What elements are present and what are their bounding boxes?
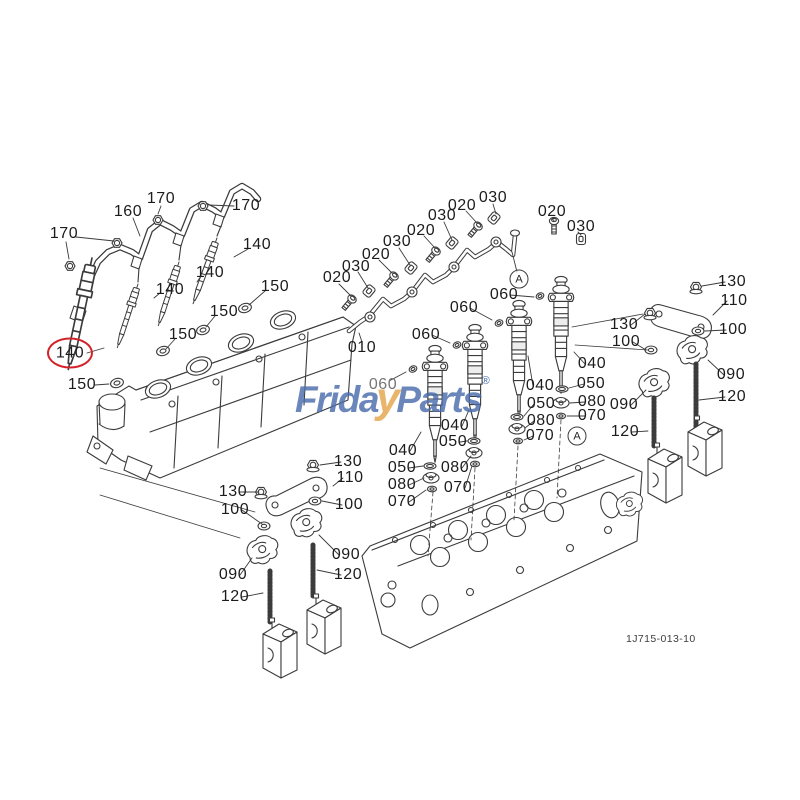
cylinder-head xyxy=(361,453,643,649)
left-clamp-group xyxy=(243,459,342,679)
watermark-text-right: Parts xyxy=(396,379,483,420)
overflow-pipe xyxy=(346,229,521,334)
registered-mark: ® xyxy=(481,375,490,387)
watermark-swoosh: y xyxy=(375,374,400,422)
fuel-injectors xyxy=(421,275,575,463)
leader-lines xyxy=(65,203,728,598)
watermark-text-left: Frida xyxy=(295,379,379,420)
cylinder-head-cover xyxy=(86,310,357,481)
drawing-number: 1J715-013-10 xyxy=(626,633,696,645)
axis-lines xyxy=(99,313,649,557)
watermark: FridayParts® xyxy=(295,374,490,423)
